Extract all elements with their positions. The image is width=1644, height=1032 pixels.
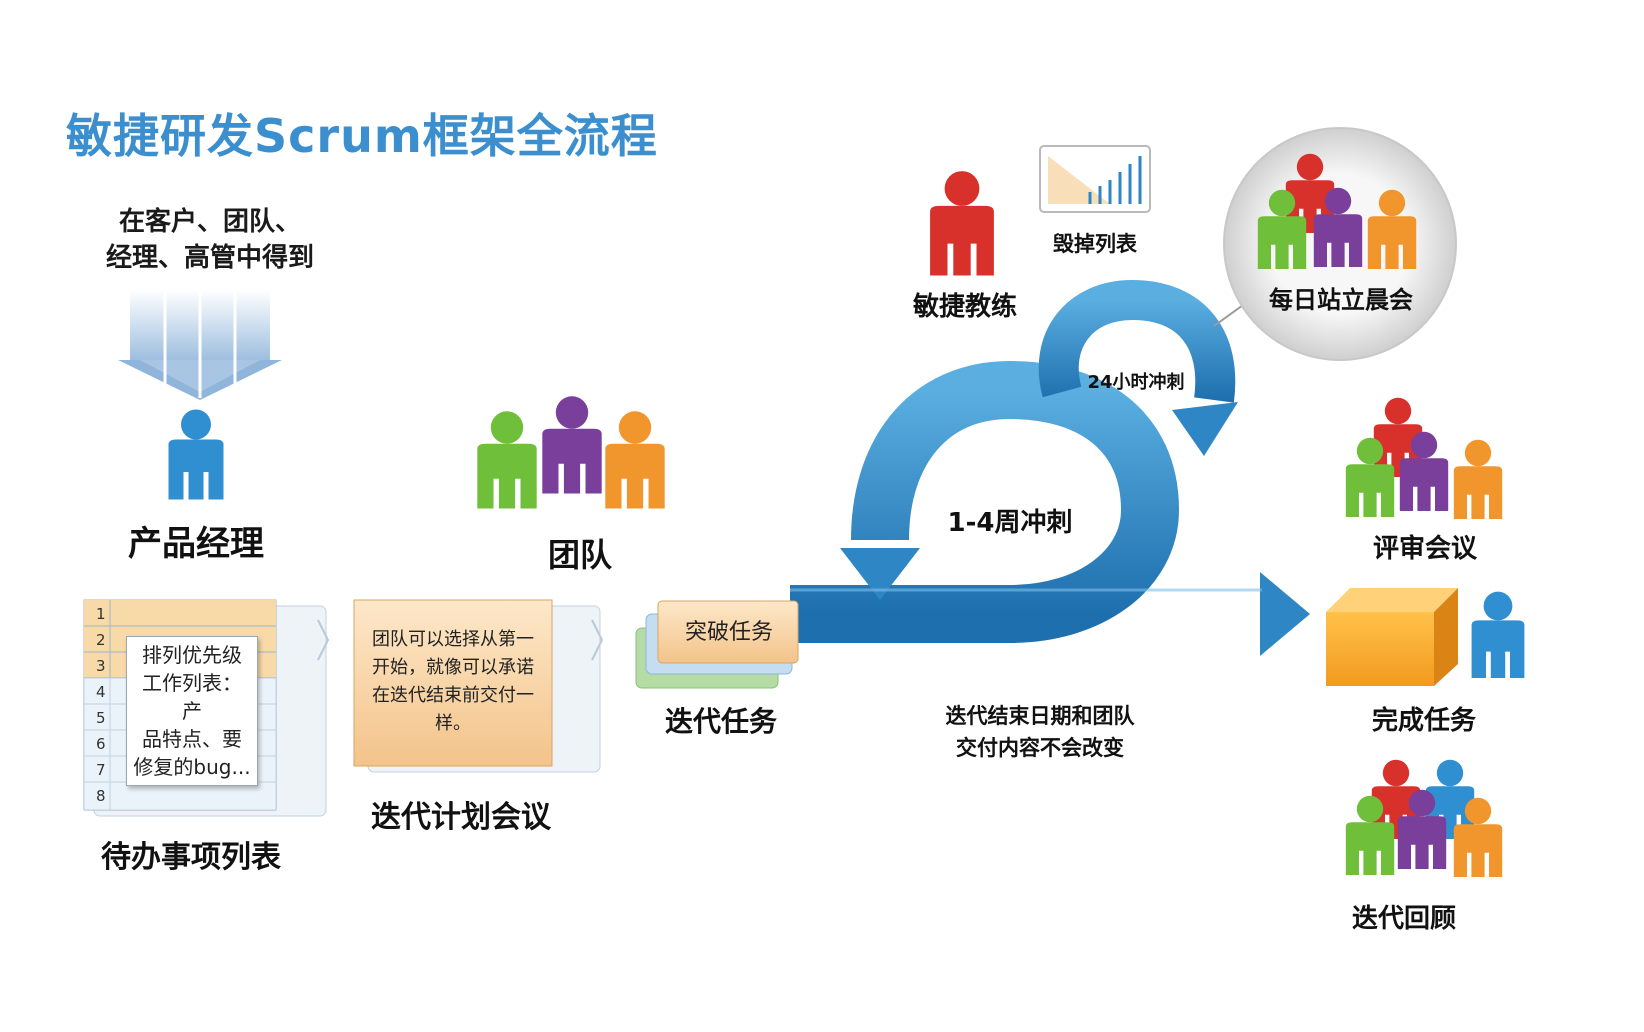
planning-note-card [353,599,604,773]
sprint-backlog-card-text: 突破任务 [684,620,773,645]
daily-cycle-label: 24小时冲刺 [1087,372,1185,393]
planning-note-line: 开始，就像可以承诺 [372,657,534,678]
done-box-icon [1326,588,1458,686]
done-label: 完成任务 [1371,706,1476,736]
daily-cycle-arrow [1038,279,1238,456]
sprint-fixed-note-line: 交付内容不会改变 [956,736,1124,760]
sprint-fixed-note-line: 迭代结束日期和团队 [945,704,1135,728]
input-arrows [118,290,282,400]
backlog-note: 排列优先级 工作列表：产 品特点、要 修复的bug... [126,636,258,786]
sprint-backlog-cards [635,600,799,689]
team-icon [477,396,665,509]
backlog-row-numbers: 1 2 3 4 5 6 7 8 [96,605,106,805]
product-manager-icon [168,409,224,500]
backlog-note-line: 排列优先级 [142,643,242,667]
planning-note-line: 样。 [435,713,471,734]
sprint-fixed-note: 迭代结束日期和团队 交付内容不会改变 [920,700,1160,764]
backlog-row-number: 6 [96,735,106,753]
input-source-text: 在客户、团队、 经理、高管中得到 [60,204,360,276]
review-label: 评审会议 [1372,534,1477,564]
sprint-cycle-label: 1-4周冲刺 [947,508,1073,538]
backlog-note-line: 品特点、要 [142,727,242,751]
planning-note-line: 团队可以选择从第一 [372,629,534,650]
backlog-row-number: 7 [96,761,106,779]
team-label: 团队 [547,536,612,574]
backlog-row-number: 3 [96,657,106,675]
burndown-label: 毁掉列表 [1053,232,1137,256]
sprint-backlog-label: 迭代任务 [664,705,777,738]
burndown-chart-icon [1039,145,1151,213]
backlog-note-line: 修复的bug... [133,755,251,779]
backlog-label: 待办事项列表 [101,840,281,875]
backlog-row-number: 5 [96,709,106,727]
backlog-row-number: 2 [96,631,106,649]
daily-standup-label: 每日站立晨会 [1269,286,1413,314]
scrum-master-icon [930,171,994,276]
planning-label: 迭代计划会议 [371,800,551,835]
product-manager-label: 产品经理 [128,524,264,564]
backlog-row-number: 8 [96,787,106,805]
backlog-note-line: 工作列表：产 [142,671,242,723]
retro-label: 迭代回顾 [1351,904,1456,934]
scrum-master-label: 敏捷教练 [912,292,1017,322]
sprint-cycle-arrow [790,360,1310,656]
daily-standup-bubble [1213,127,1457,361]
page-title: 敏捷研发Scrum框架全流程 [66,109,658,163]
customer-icon [1471,591,1525,678]
planning-note: 团队可以选择从第一 开始，就像可以承诺 在迭代结束前交付一 样。 [354,626,552,738]
backlog-row-number: 1 [96,605,106,623]
backlog-row-number: 4 [96,683,106,701]
input-source-line: 在客户、团队、 [118,207,301,237]
review-icon [1345,397,1503,519]
planning-note-line: 在迭代结束前交付一 [372,685,534,706]
retro-icon [1345,759,1503,877]
input-source-line: 经理、高管中得到 [105,243,314,273]
